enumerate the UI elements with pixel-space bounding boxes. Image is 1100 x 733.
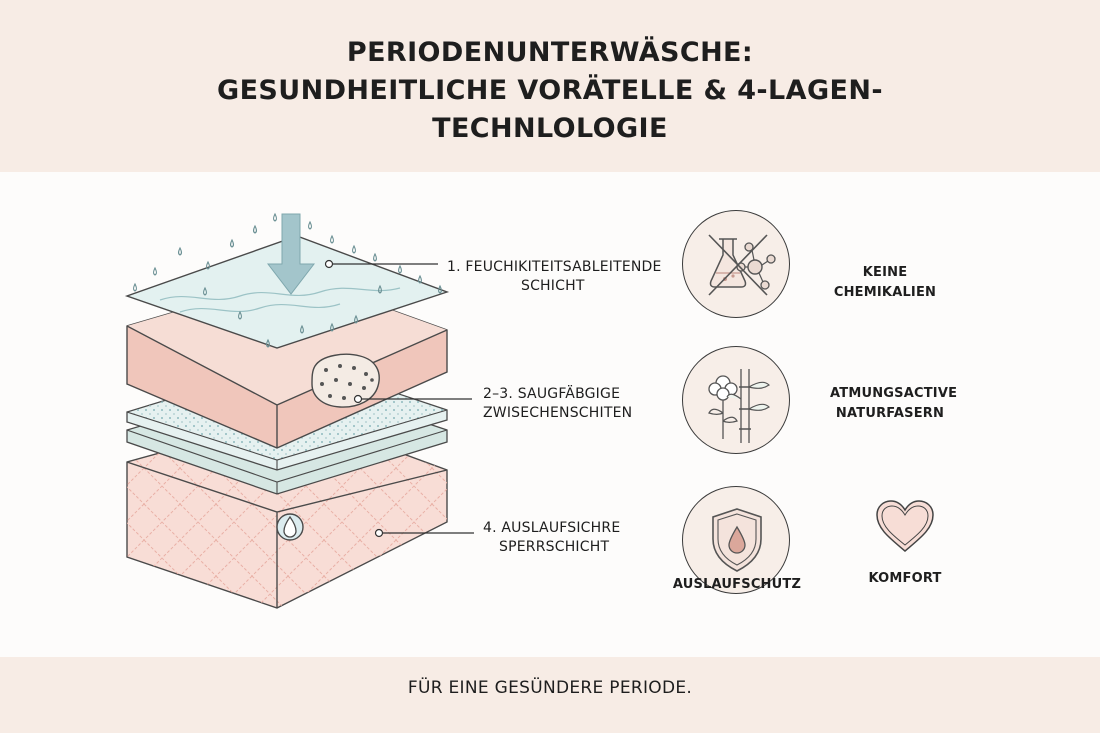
layer-label-absorbent: 2–3. SAUGFÄBGIGE ZWISECHENSCHITEN bbox=[483, 385, 632, 423]
benefit-line: KEINE bbox=[862, 265, 908, 280]
benefit-line: AUSLAUFSCHUTZ bbox=[672, 577, 802, 592]
label-line: 2–3. SAUGFÄBGIGE bbox=[483, 386, 621, 402]
header-band: PERIODENUNTERWÄSCHE: GESUNDHEITLICHE VOR… bbox=[0, 0, 1100, 172]
page-title: PERIODENUNTERWÄSCHE: GESUNDHEITLICHE VOR… bbox=[150, 34, 950, 148]
title-line: GESUNDHEITLICHE VORÄTELLE & 4-LAGEN- bbox=[217, 75, 883, 106]
no-chemicals-icon bbox=[682, 210, 790, 318]
layer-stack-diagram bbox=[124, 212, 474, 609]
leader-lines bbox=[329, 263, 474, 534]
leader-dots bbox=[324, 259, 384, 538]
footer-tagline: FÜR EINE GESÜNDERE PERIODE. bbox=[407, 678, 693, 698]
label-line: 4. AUSLAUFSICHRE bbox=[483, 520, 621, 536]
cotton-bamboo-icon bbox=[682, 346, 790, 454]
benefit-line: KOMFORT bbox=[868, 571, 942, 586]
benefit-line: ATMUNGSACTIVE bbox=[830, 386, 958, 401]
droplets bbox=[132, 212, 443, 348]
benefit-line: CHEMIKALIEN bbox=[833, 285, 937, 300]
benefit-line: NATURFASERN bbox=[835, 406, 945, 421]
layer-label-barrier: 4. AUSLAUFSICHRE SPERRSCHICHT bbox=[483, 519, 620, 557]
label-line: ZWISECHENSCHITEN bbox=[483, 405, 633, 421]
label-line: SCHICHT bbox=[521, 278, 585, 294]
title-line: TECHNLOLOGIE bbox=[432, 113, 668, 144]
footer-band: FÜR EINE GESÜNDERE PERIODE. bbox=[0, 657, 1100, 733]
layer-label-wicking: 1. FEUCHIKITEITSABLEITENDE SCHICHT bbox=[447, 258, 662, 296]
shield-drop-icon bbox=[682, 486, 790, 594]
benefit-label-leak-protection: AUSLAUFSCHUTZ bbox=[672, 575, 802, 595]
drop-badge-icon bbox=[276, 513, 304, 541]
heart-icon bbox=[876, 500, 934, 552]
title-line: PERIODENUNTERWÄSCHE: bbox=[346, 37, 754, 68]
benefit-label-comfort: KOMFORT bbox=[855, 569, 955, 589]
label-line: SPERRSCHICHT bbox=[499, 539, 610, 555]
benefit-label-no-chemicals: KEINE CHEMIKALIEN bbox=[830, 263, 940, 303]
down-arrow-icon bbox=[266, 213, 316, 295]
label-line: 1. FEUCHIKITEITSABLEITENDE bbox=[447, 259, 662, 275]
sponge-icon bbox=[311, 353, 380, 408]
benefit-label-natural-fibers: ATMUNGSACTIVE NATURFASERN bbox=[830, 384, 958, 424]
